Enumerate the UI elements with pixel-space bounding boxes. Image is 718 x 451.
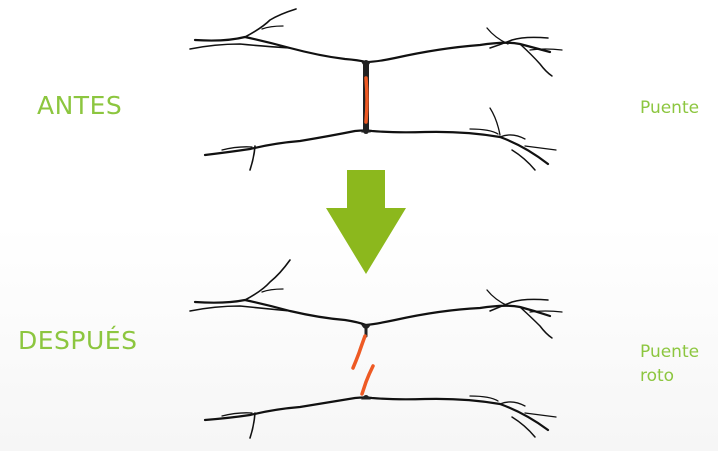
upper-fiber-bottom <box>190 260 562 338</box>
after-diagram <box>190 260 562 438</box>
lower-fiber-top <box>205 108 556 170</box>
intact-bridge <box>362 62 370 132</box>
lower-fiber-bottom <box>205 396 556 438</box>
down-arrow-icon <box>326 170 406 274</box>
upper-fiber-top <box>190 9 562 76</box>
before-diagram <box>190 9 562 170</box>
broken-bridge <box>353 325 373 399</box>
